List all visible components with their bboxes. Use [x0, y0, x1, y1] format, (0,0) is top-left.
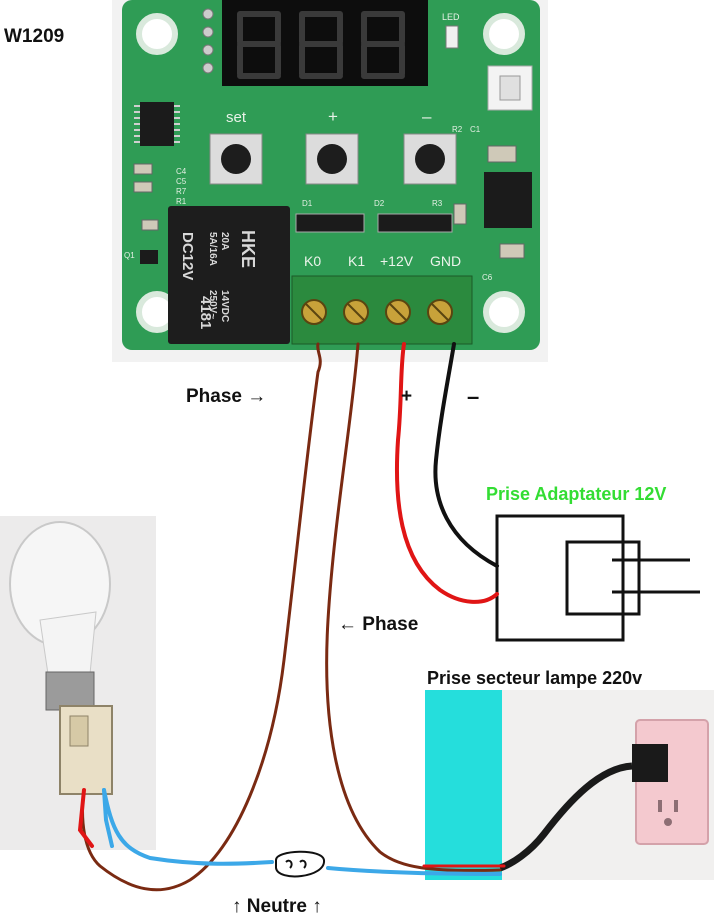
- neutral-splice: [275, 850, 326, 878]
- wire-neutral-socket: [326, 866, 502, 876]
- relay-rating-3: 14VDC: [219, 290, 230, 322]
- microcontroller-chip: [140, 102, 174, 146]
- led-silkscreen: LED: [442, 12, 460, 22]
- silk-r2: R2: [452, 125, 463, 134]
- chip-pins: [134, 105, 180, 143]
- relay-text: HKE DC12V 4181 20A 5A/16A 14VDC 250V~: [179, 230, 258, 329]
- adapter-label: Prise Adaptateur 12V: [486, 484, 667, 504]
- plus-label: +: [401, 386, 413, 407]
- silk-d2: D2: [374, 199, 385, 208]
- terminal-label-k0: K0: [304, 253, 321, 269]
- silkscreen-labels: R2 C1 C4 C5 R7 R1 D1 D2 R3 C6 Q1: [124, 125, 493, 282]
- outlet-lower-receptacle: [658, 800, 678, 826]
- adapter-sketch: [495, 514, 700, 642]
- lamp-red-lead: [77, 788, 94, 848]
- terminal-label-k1: K1: [348, 253, 365, 269]
- power-plug: [632, 744, 668, 782]
- model-label: W1209: [4, 26, 65, 47]
- silk-c5: C5: [176, 177, 187, 186]
- plus-button-label: +: [328, 107, 338, 126]
- silk-c6: C6: [482, 273, 493, 282]
- diode-d2: [377, 213, 453, 233]
- wire-phase-k0: [81, 342, 322, 892]
- adapter-plug-housing: [565, 540, 641, 616]
- minus-button-label: –: [422, 107, 432, 126]
- wire-positive: [394, 342, 499, 604]
- relay-code-line: 4181: [197, 296, 214, 329]
- wire-phase-k1: [325, 342, 502, 872]
- lamp-base: [45, 671, 95, 711]
- set-button[interactable]: [209, 133, 263, 185]
- display-digits: [237, 11, 405, 79]
- screw-slots: [305, 303, 449, 321]
- adapter-body: [495, 514, 625, 642]
- transistor-q1: [140, 250, 158, 264]
- adapter-prongs: [612, 558, 700, 594]
- plus-button[interactable]: [305, 133, 359, 185]
- silk-r1: R1: [176, 197, 187, 206]
- silk-c4: C4: [176, 167, 187, 176]
- wire-negative: [433, 342, 499, 568]
- phase-top-label: Phase →: [186, 386, 267, 407]
- lamp-photo: [0, 516, 156, 850]
- wall-accent-strip: [425, 690, 502, 880]
- silk-r3: R3: [432, 199, 443, 208]
- neutre-label: ↑ Neutre ↑: [232, 896, 322, 917]
- plug-cable: [498, 762, 633, 872]
- relay-model-line: DC12V: [179, 232, 196, 280]
- wall-outlet-photo: [425, 690, 714, 880]
- voltage-regulator: [484, 172, 532, 228]
- lamp-blue-lead: [102, 788, 114, 848]
- relay-brand: HKE: [238, 230, 258, 268]
- silk-q1: Q1: [124, 251, 135, 260]
- silk-d1: D1: [302, 199, 313, 208]
- terminal-label-gnd: GND: [430, 253, 461, 269]
- lamp-socket-detail: [69, 715, 89, 747]
- diode-d1: [295, 213, 365, 233]
- relay-rating-2: 5A/16A: [207, 232, 218, 266]
- relay-rating-4: 250V~: [207, 290, 218, 319]
- relay-rating-1: 20A: [219, 232, 230, 250]
- wires: [77, 342, 506, 892]
- phase-mid-label: ← Phase: [338, 614, 419, 635]
- wire-neutral-lamp: [102, 788, 274, 866]
- minus-button[interactable]: [403, 133, 457, 185]
- header-pins: [202, 8, 214, 74]
- socket-label: Prise secteur lampe 220v: [427, 668, 643, 688]
- thermostat-board: LED set + –: [112, 0, 548, 362]
- silk-c1: C1: [470, 125, 481, 134]
- relay: [168, 206, 290, 344]
- status-led: [445, 25, 459, 49]
- lamp-bulb-neck: [39, 611, 97, 675]
- silk-r7: R7: [176, 187, 187, 196]
- minus-label: –: [467, 384, 480, 409]
- smd-components: [133, 145, 525, 259]
- terminal-label-12v: +12V: [380, 253, 414, 269]
- set-button-label: set: [226, 109, 247, 126]
- sensor-connector-slot: [499, 75, 521, 101]
- terminal-labels: K0 K1 +12V GND: [304, 253, 461, 269]
